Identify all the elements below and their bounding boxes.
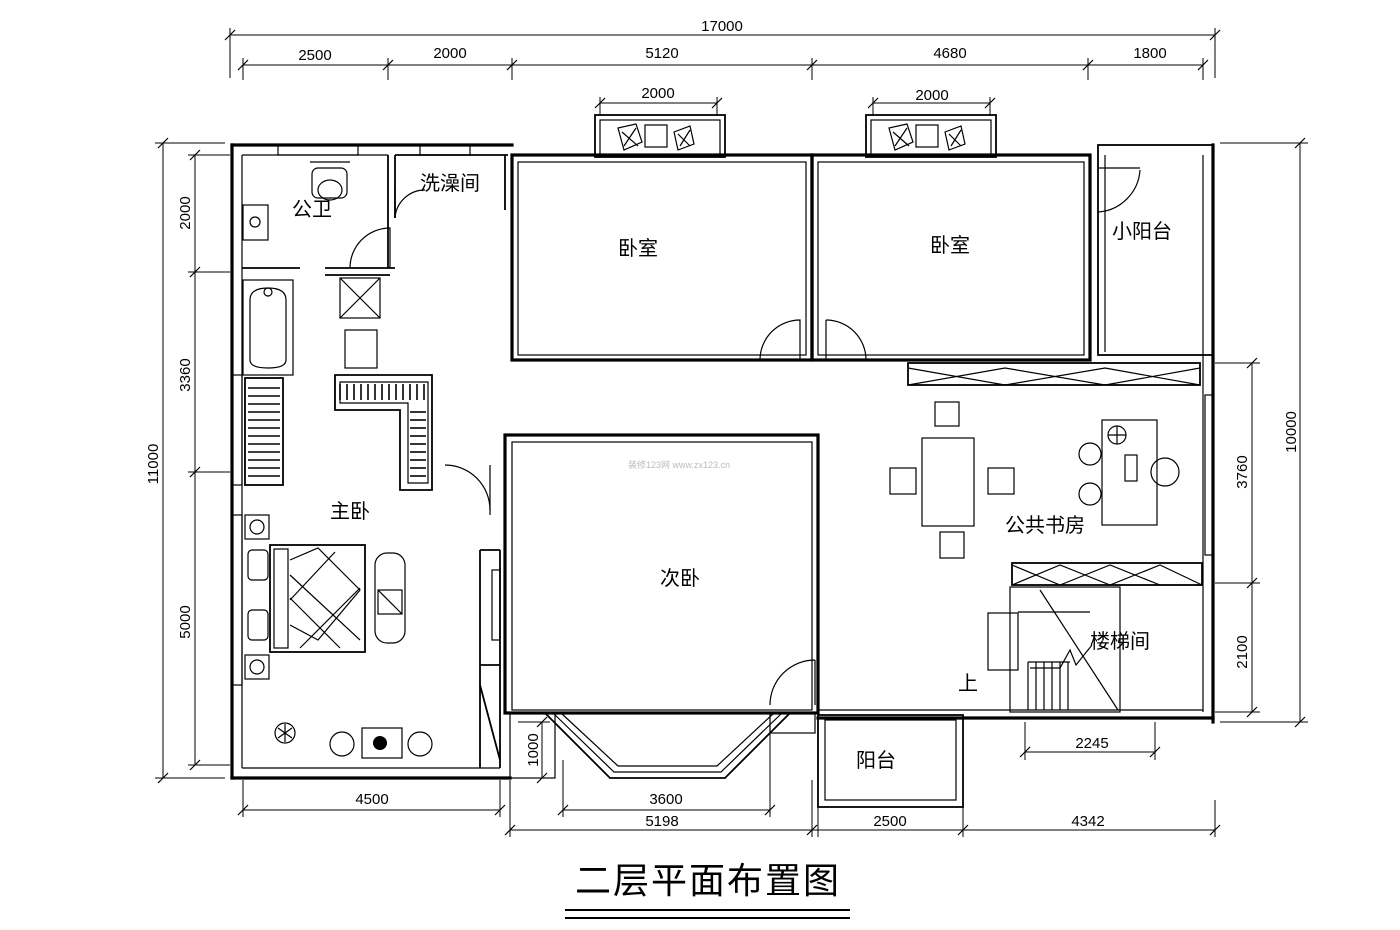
dim-left-total: 11000: [145, 444, 162, 485]
drawing-title: 二层平面布置图: [575, 861, 841, 902]
right-dimensions: 10000 3760 2100: [1215, 137, 1308, 728]
bay-window-top-2: [865, 114, 997, 158]
dim-top-5: 1800: [1133, 45, 1166, 62]
study-furniture: [889, 362, 1214, 586]
dim-bottom-2: 5198: [645, 813, 678, 830]
dim-top-3: 5120: [645, 45, 678, 62]
dim-bay-window-2: 2000: [915, 87, 948, 104]
room-labels: 公卫 洗澡间 卧室 卧室 小阳台 主卧 次卧 公共书房 楼梯间 上 阳台 装修1…: [292, 171, 1172, 772]
dim-bottom-bay: 3600: [649, 791, 682, 808]
label-stair-up: 上: [958, 671, 978, 695]
dim-top-2: 2000: [433, 45, 466, 62]
label-bedroom-2: 卧室: [930, 233, 970, 257]
dim-left-3: 5000: [177, 605, 194, 638]
top-dimensions: 17000 2500 2000 5120 4680 1800 2000 2000: [224, 18, 1221, 115]
bay-window-top-1: [594, 114, 726, 158]
dim-small-step: 1000: [525, 733, 542, 766]
wardrobe-hangers: [248, 384, 426, 477]
left-dimensions: 11000 2000 3360 5000: [145, 137, 230, 784]
dim-left-1: 2000: [177, 196, 194, 229]
dim-top-total: 17000: [701, 18, 743, 35]
label-study: 公共书房: [1005, 513, 1085, 537]
stairs: [987, 586, 1121, 713]
dim-right-1: 3760: [1234, 455, 1251, 488]
dim-stair-width: 2245: [1075, 735, 1108, 752]
balcony-structure: [817, 714, 964, 808]
bottom-dimensions: 4500 3600 5198 2500 4342 2245 1000: [237, 716, 1221, 837]
dim-left-2: 3360: [177, 358, 194, 391]
watermark: 装修123网 www.zx123.cn: [628, 459, 730, 470]
master-bed: [244, 514, 433, 759]
label-balcony: 阳台: [856, 748, 896, 772]
dim-bottom-4: 4342: [1071, 813, 1104, 830]
dim-bottom-1: 4500: [355, 791, 388, 808]
walls: [230, 143, 1215, 780]
label-shower: 洗澡间: [420, 171, 480, 195]
dim-top-1: 2500: [298, 47, 331, 64]
label-small-balcony: 小阳台: [1112, 219, 1172, 243]
public-wc-fixtures: [242, 161, 381, 376]
label-second-bedroom: 次卧: [660, 566, 700, 590]
dim-right-2: 2100: [1234, 635, 1251, 668]
label-public-wc: 公卫: [292, 197, 332, 221]
label-master-bedroom: 主卧: [330, 499, 370, 523]
dim-top-4: 4680: [933, 45, 966, 62]
label-stairwell: 楼梯间: [1090, 629, 1150, 653]
title-block: 二层平面布置图: [565, 861, 850, 919]
dim-bay-window-1: 2000: [641, 85, 674, 102]
doors: [349, 167, 1141, 706]
wardrobes: [244, 374, 433, 491]
dim-right-total: 10000: [1283, 411, 1300, 453]
dim-bottom-3: 2500: [873, 813, 906, 830]
bay-window-second-bedroom: [509, 712, 816, 779]
label-bedroom-1: 卧室: [618, 236, 658, 260]
